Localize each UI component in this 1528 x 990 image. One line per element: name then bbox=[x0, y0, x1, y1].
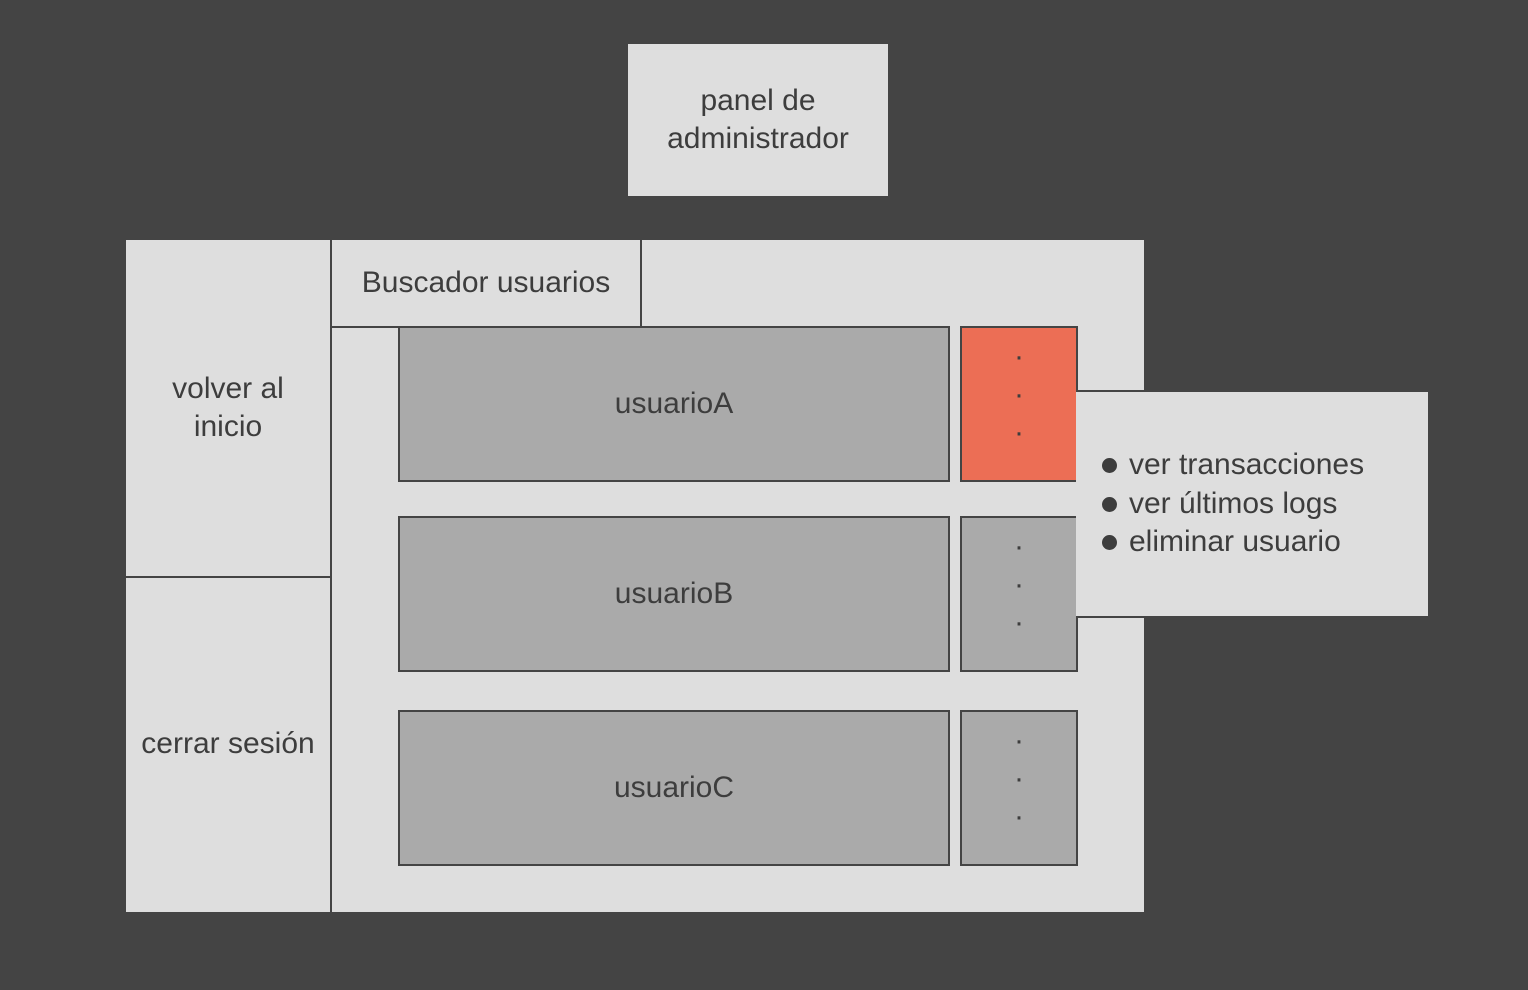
nav-logout-button[interactable]: cerrar sesión bbox=[126, 576, 332, 912]
more-dots-icon: · · · bbox=[1014, 724, 1024, 833]
nav-home-button[interactable]: volver al inicio bbox=[126, 240, 332, 578]
user-name: usuarioB bbox=[614, 577, 734, 610]
more-dots-icon: · · · bbox=[1014, 340, 1024, 449]
menu-item-label: ver últimos logs bbox=[1129, 486, 1338, 520]
user-name: usuarioC bbox=[613, 771, 735, 804]
user-row-c[interactable]: usuarioC bbox=[398, 710, 950, 866]
more-dots-icon: · · · bbox=[1014, 530, 1024, 639]
user-c-more-button[interactable]: · · · bbox=[960, 710, 1078, 866]
bullet-icon bbox=[1102, 496, 1117, 512]
menu-item-label: ver transacciones bbox=[1129, 448, 1365, 482]
user-a-more-button[interactable]: · · · bbox=[960, 326, 1078, 482]
user-name: usuarioA bbox=[614, 387, 734, 420]
page-title-text: panel de administrador bbox=[667, 84, 849, 155]
user-context-menu: ver transacciones ver últimos logs elimi… bbox=[1076, 390, 1428, 618]
user-b-more-button[interactable]: · · · bbox=[960, 516, 1078, 672]
user-row-a[interactable]: usuarioA bbox=[398, 326, 950, 482]
user-search-label: Buscador usuarios bbox=[361, 266, 611, 299]
user-row-b[interactable]: usuarioB bbox=[398, 516, 950, 672]
bullet-icon bbox=[1102, 535, 1117, 550]
nav-home-label: volver al inicio bbox=[172, 372, 284, 443]
bullet-icon bbox=[1102, 458, 1117, 473]
user-search[interactable]: Buscador usuarios bbox=[330, 240, 642, 328]
nav-logout-label: cerrar sesión bbox=[141, 727, 315, 760]
menu-item-delete-user[interactable]: eliminar usuario bbox=[1102, 523, 1428, 562]
menu-item-view-logs[interactable]: ver últimos logs bbox=[1102, 485, 1428, 524]
page-title: panel de administrador bbox=[628, 44, 888, 196]
menu-item-view-transactions[interactable]: ver transacciones bbox=[1102, 446, 1428, 485]
menu-item-label: eliminar usuario bbox=[1129, 525, 1341, 559]
